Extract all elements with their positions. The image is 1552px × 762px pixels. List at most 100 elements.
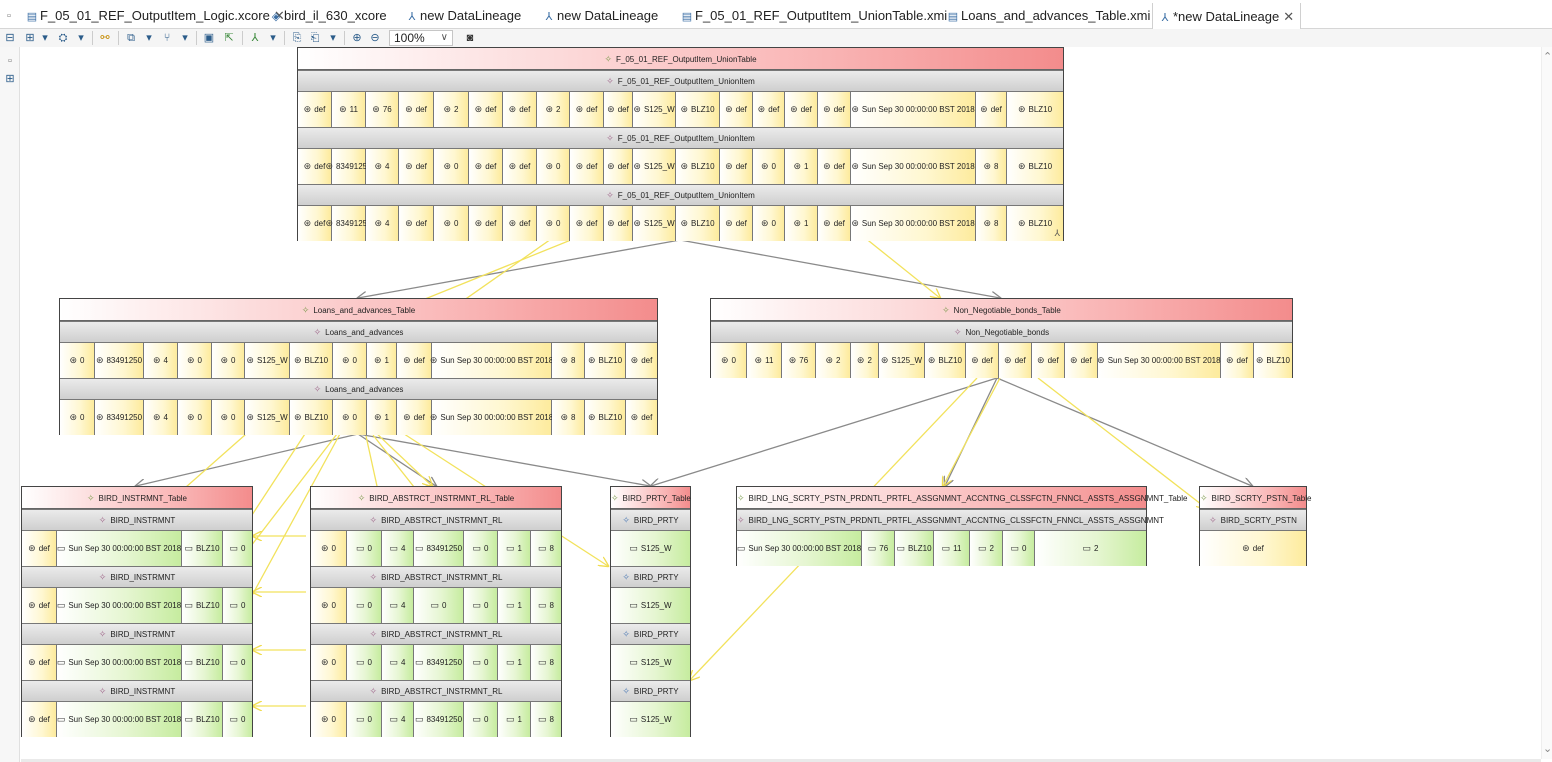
row-entity-label[interactable]: ✧BIRD_PRTY — [611, 680, 690, 702]
attribute-cell[interactable]: ⊛0 — [60, 400, 95, 435]
attribute-cell[interactable]: ⊛def — [720, 206, 753, 241]
attribute-cell[interactable]: ⊛8 — [976, 206, 1007, 241]
attribute-cell[interactable]: ▭BLZ10 — [895, 531, 934, 566]
row-entity-label[interactable]: ✧BIRD_INSTRMNT — [22, 566, 252, 588]
vertical-scrollbar[interactable]: ⌃⌄ — [1541, 47, 1552, 759]
row-entity-label[interactable]: ✧Loans_and_advances — [60, 378, 657, 400]
attribute-cell[interactable]: ▭0 — [223, 645, 252, 680]
attribute-cell[interactable]: ⊛Sun Sep 30 00:00:00 BST 2018 — [851, 206, 976, 241]
attribute-cell[interactable]: ▭1 — [498, 531, 531, 566]
attribute-cell[interactable]: ⊛def — [399, 206, 434, 241]
attribute-cell[interactable]: ⊛0 — [333, 400, 367, 435]
attribute-cell[interactable]: ▭1 — [498, 702, 531, 737]
attribute-cell[interactable]: ⊛4 — [144, 400, 178, 435]
attribute-cell[interactable]: ⊛def — [22, 702, 57, 737]
attribute-cell[interactable]: ⊛def — [503, 206, 537, 241]
attribute-cell[interactable]: ⊛1 — [785, 149, 818, 184]
scroll-down-icon[interactable]: ⌄ — [1543, 743, 1552, 755]
attribute-cell[interactable]: ⊛def — [604, 149, 633, 184]
attribute-cell[interactable]: ⊛2 — [537, 92, 570, 127]
attribute-cell[interactable]: ⊛2 — [434, 92, 469, 127]
zoom-out-icon[interactable]: ⊖ — [370, 32, 380, 44]
attribute-cell[interactable]: ▭8 — [531, 702, 561, 737]
attribute-cell[interactable]: ⊛8 — [552, 400, 585, 435]
row-entity-label[interactable]: ✧Loans_and_advances — [60, 321, 657, 343]
chevron-down-icon[interactable]: ▾ — [146, 32, 152, 44]
attribute-cell[interactable]: ⊛def — [998, 343, 1032, 378]
attribute-cell[interactable]: ⊛def — [1064, 343, 1098, 378]
attribute-cell[interactable]: ⊛BLZ10 — [924, 343, 966, 378]
attribute-cell[interactable]: ⊛def — [1200, 531, 1306, 566]
instrmnt-table-node[interactable]: ✧BIRD_INSTRMNT_Table✧BIRD_INSTRMNT⊛def▭S… — [21, 486, 253, 737]
attribute-cell[interactable]: ⊛0 — [753, 149, 785, 184]
attribute-cell[interactable]: ⊛4 — [366, 149, 399, 184]
attribute-cell[interactable]: ▭1 — [498, 645, 531, 680]
chevron-down-icon[interactable]: ▾ — [270, 32, 276, 44]
attribute-cell[interactable]: ▭0 — [347, 702, 382, 737]
table-node-title[interactable]: ✧BIRD_ABSTRCT_INSTRMNT_RL_Table — [311, 487, 561, 509]
attribute-cell[interactable]: ▭S125_W — [611, 531, 690, 566]
attribute-cell[interactable]: ⊛def — [1031, 343, 1065, 378]
attribute-cell[interactable]: ▭4 — [382, 531, 414, 566]
attribute-cell[interactable]: ⊛def — [785, 92, 818, 127]
attribute-cell[interactable]: ⊛def — [753, 92, 785, 127]
attribute-cell[interactable]: ⊛0 — [753, 206, 785, 241]
row-entity-label[interactable]: ✧BIRD_SCRTY_PSTN — [1200, 509, 1306, 531]
attribute-cell[interactable]: ⊛83491250 — [325, 206, 372, 241]
attribute-cell[interactable]: ▭4 — [382, 645, 414, 680]
attribute-cell[interactable]: ⊛0 — [711, 343, 747, 378]
attribute-cell[interactable]: ⊛def — [22, 531, 57, 566]
attribute-cell[interactable]: ⊛def — [570, 149, 604, 184]
attribute-cell[interactable]: ⊛11 — [746, 343, 782, 378]
attribute-cell[interactable]: ▭0 — [223, 531, 252, 566]
attribute-cell[interactable]: ▭0 — [223, 588, 252, 623]
attribute-cell[interactable]: ⊛76 — [781, 343, 816, 378]
attribute-cell[interactable]: ⊛S125_W — [633, 206, 676, 241]
attribute-cell[interactable]: ⊛S125_W — [245, 400, 290, 435]
attribute-cell[interactable]: ⊛def — [976, 92, 1007, 127]
chevron-down-icon[interactable]: ▾ — [330, 32, 336, 44]
route-icon[interactable]: ⑂ — [163, 32, 171, 44]
layout-icon[interactable]: ⊟ — [5, 32, 15, 44]
tab-bird-il-630[interactable]: ◈bird_il_630_xcore — [270, 5, 387, 27]
attribute-cell[interactable]: ▭0 — [464, 702, 498, 737]
attribute-cell[interactable]: ⊛BLZ10 — [585, 343, 626, 378]
attribute-cell[interactable]: ⊛0 — [537, 206, 570, 241]
attribute-cell[interactable]: ⊛def — [604, 92, 633, 127]
attribute-cell[interactable]: ▭1 — [498, 588, 531, 623]
attribute-cell[interactable]: ▭S125_W — [611, 645, 690, 680]
attribute-cell[interactable]: ▭Sun Sep 30 00:00:00 BST 2018 — [737, 531, 862, 566]
attribute-cell[interactable]: ▭8 — [531, 531, 561, 566]
attribute-cell[interactable]: ⊛83491250 — [95, 343, 144, 378]
link-icon[interactable]: ⚯ — [100, 32, 110, 44]
attribute-cell[interactable]: ▭0 — [347, 588, 382, 623]
attribute-cell[interactable]: ⊛2 — [815, 343, 851, 378]
attribute-cell[interactable]: ⊛0 — [333, 343, 367, 378]
row-entity-label[interactable]: ✧BIRD_INSTRMNT — [22, 623, 252, 645]
attribute-cell[interactable]: ▭4 — [382, 702, 414, 737]
attribute-cell[interactable]: ⊛1 — [367, 400, 397, 435]
attribute-cell[interactable]: ⊛0 — [311, 702, 347, 737]
attribute-cell[interactable]: ⊛0 — [60, 343, 95, 378]
attribute-cell[interactable]: ⊛BLZ10 — [676, 206, 720, 241]
attribute-cell[interactable]: ▭76 — [862, 531, 895, 566]
attribute-cell[interactable]: ⊛def — [965, 343, 999, 378]
attribute-cell[interactable]: ⊛BLZ10 — [676, 92, 720, 127]
attribute-cell[interactable]: ⊛0 — [178, 400, 212, 435]
attribute-cell[interactable]: ⊛def — [298, 92, 332, 127]
paste-icon[interactable]: ⎗ — [310, 32, 320, 44]
attribute-cell[interactable]: ▭8 — [531, 588, 561, 623]
abstrct-table-node[interactable]: ✧BIRD_ABSTRCT_INSTRMNT_RL_Table✧BIRD_ABS… — [310, 486, 562, 737]
attribute-cell[interactable]: ▭0 — [1003, 531, 1035, 566]
attribute-cell[interactable]: ⊛def — [570, 92, 604, 127]
attribute-cell[interactable]: ▭Sun Sep 30 00:00:00 BST 2018 — [57, 531, 182, 566]
attribute-cell[interactable]: ⊛S125_W — [878, 343, 925, 378]
table-node-title[interactable]: ✧BIRD_SCRTY_PSTN_Table — [1200, 487, 1311, 509]
filter-icon[interactable]: ⛭ — [58, 32, 68, 44]
attribute-cell[interactable]: ▭8 — [531, 645, 561, 680]
attribute-cell[interactable]: ⊛def — [298, 206, 332, 241]
attribute-cell[interactable]: ▭11 — [934, 531, 970, 566]
zoom-select[interactable]: 100%∨ — [389, 30, 453, 46]
attribute-cell[interactable]: ▭S125_W — [611, 588, 690, 623]
attribute-cell[interactable]: ⊛Sun Sep 30 00:00:00 BST 2018 — [851, 92, 976, 127]
